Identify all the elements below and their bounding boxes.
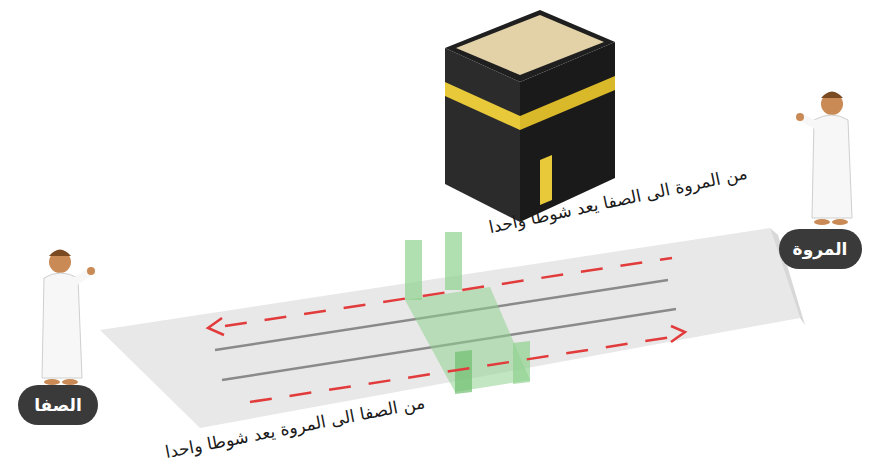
kaaba-band: [520, 76, 615, 130]
green-post: [405, 240, 422, 300]
green-post: [513, 341, 530, 384]
place-pill: المروة: [779, 229, 862, 269]
place-pill: الصفا: [18, 385, 98, 425]
place-name: المروة: [793, 239, 848, 259]
kaaba-roof: [456, 15, 604, 75]
place-name: الصفا: [34, 395, 82, 415]
kaaba-door: [540, 155, 552, 205]
kaaba-roof-rim: [445, 10, 615, 82]
arrow-head: [208, 318, 224, 335]
green-post: [455, 350, 472, 394]
kaaba-band: [445, 82, 520, 130]
arrow-head: [671, 326, 685, 342]
dashed-path: [250, 337, 672, 402]
masaa-floor: [100, 228, 800, 428]
dashed-path: [225, 258, 672, 326]
pilgrim-figure: [796, 92, 852, 226]
green-post: [445, 232, 462, 290]
pilgrim-figure: [42, 250, 95, 386]
